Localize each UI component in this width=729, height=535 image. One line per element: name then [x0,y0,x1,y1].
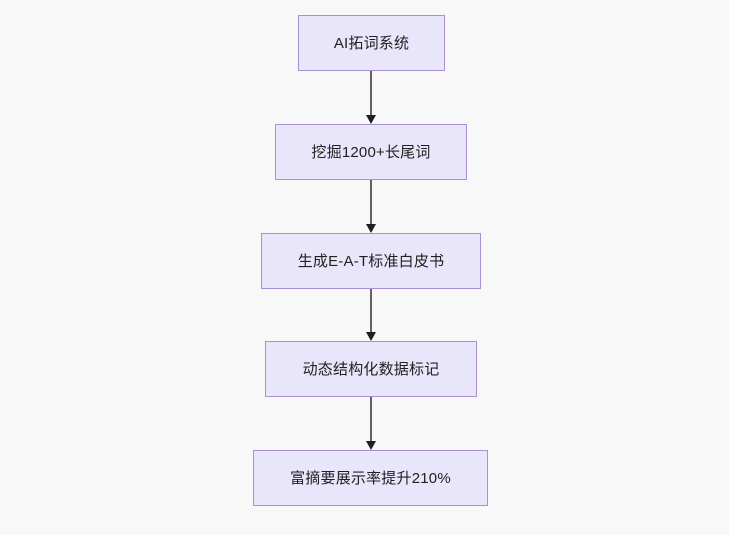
flow-node-label: 挖掘1200+长尾词 [311,143,431,161]
flow-node-mine-longtail-keywords[interactable]: 挖掘1200+长尾词 [275,124,467,180]
flow-edge-n3-n4 [356,289,386,342]
flow-node-generate-eat-whitepaper[interactable]: 生成E-A-T标准白皮书 [261,233,481,289]
flow-node-ai-keyword-system[interactable]: AI拓词系统 [298,15,445,71]
flow-node-rich-snippet-impression-uplift[interactable]: 富摘要展示率提升210% [253,450,488,506]
flow-node-label: 动态结构化数据标记 [302,360,440,378]
flow-node-label: 富摘要展示率提升210% [290,469,451,487]
flow-edge-n1-n2 [356,71,386,125]
flow-node-label: 生成E-A-T标准白皮书 [297,252,445,270]
flow-edge-n2-n3 [356,180,386,234]
flow-edge-n4-n5 [356,397,386,451]
flow-node-dynamic-structured-data-markup[interactable]: 动态结构化数据标记 [265,341,477,397]
flow-node-label: AI拓词系统 [333,34,410,52]
